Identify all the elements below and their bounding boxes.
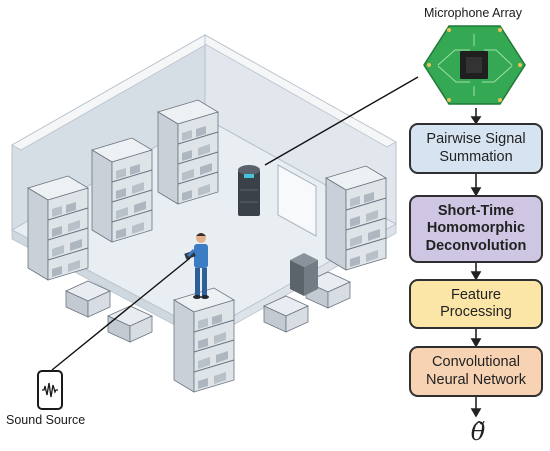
flow-arrows xyxy=(470,108,482,418)
feature-processing-box: Feature Processing xyxy=(409,279,543,329)
mic-connector-line xyxy=(264,76,419,166)
shelf-unit xyxy=(91,137,153,243)
shelf-unit xyxy=(157,99,219,205)
person-figure xyxy=(184,233,209,299)
box-text: Processing xyxy=(440,304,512,320)
output-theta-symbol: θ̃ xyxy=(470,418,486,446)
sound-source-label: Sound Source xyxy=(6,413,86,427)
box-text: Homomorphic xyxy=(426,220,526,237)
pallet-boxes xyxy=(107,305,153,343)
shelf-unit xyxy=(173,287,235,393)
box-text: Summation xyxy=(439,148,513,165)
box-text: Pairwise Signal xyxy=(426,131,526,148)
homomorphic-deconvolution-box: Short-Time Homomorphic Deconvolution xyxy=(409,195,543,263)
box-text: Deconvolution xyxy=(425,237,527,254)
shelf-unit xyxy=(27,175,89,281)
microphone-array-icon xyxy=(423,25,526,105)
box-text: Convolutional xyxy=(432,354,520,371)
microphone-device xyxy=(238,165,260,216)
microphone-array-label: Microphone Array xyxy=(424,6,522,20)
pairwise-signal-summation-box: Pairwise Signal Summation xyxy=(409,123,543,174)
box-text: Neural Network xyxy=(426,371,526,388)
box-text: Feature xyxy=(451,286,501,303)
phone-icon xyxy=(37,370,63,410)
shelf-unit xyxy=(325,165,387,271)
warehouse-door xyxy=(277,164,317,237)
box-text: Short-Time xyxy=(437,202,515,219)
server-rack xyxy=(290,253,318,296)
cnn-box: Convolutional Neural Network xyxy=(409,346,543,397)
source-connector-line xyxy=(51,257,191,371)
